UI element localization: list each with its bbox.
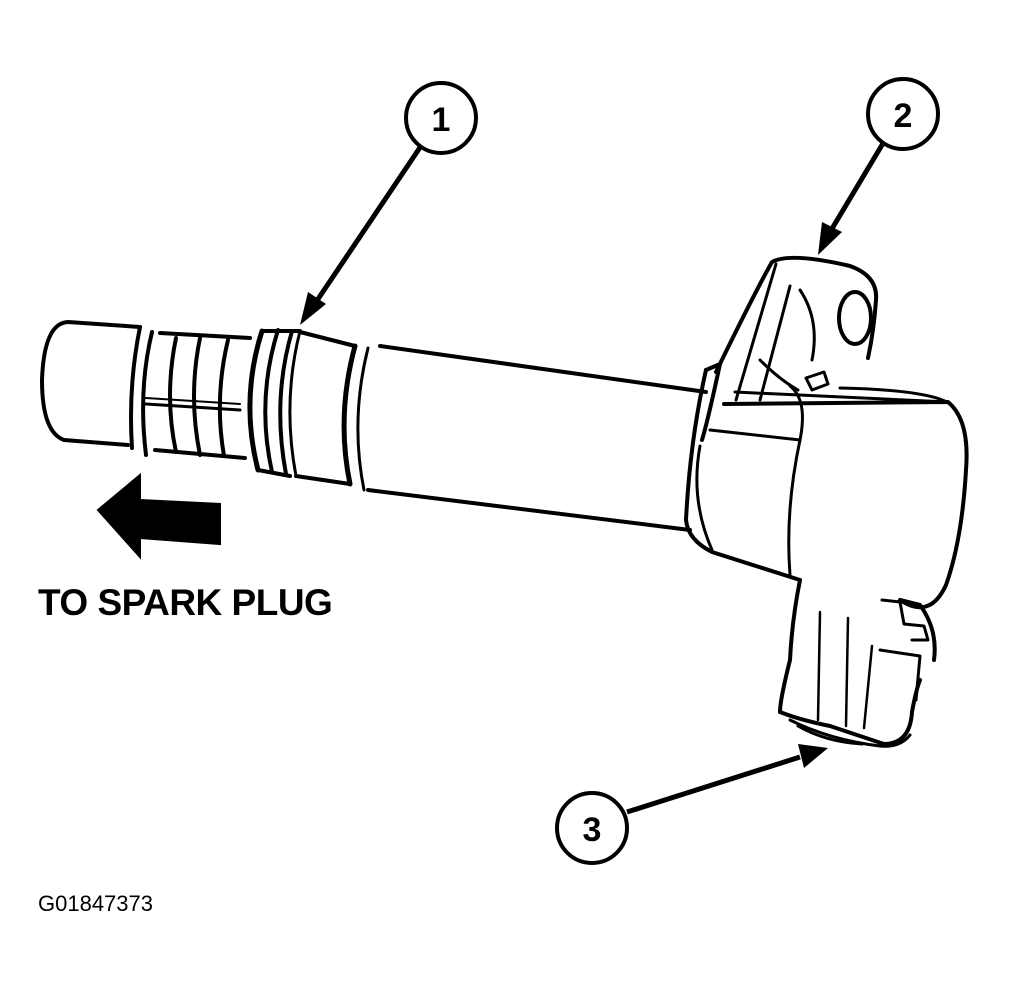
callout-3: 3 [555, 744, 828, 865]
callout-2: 2 [818, 77, 940, 255]
callout-1-circle [404, 81, 478, 155]
callout-3-arrowhead [798, 744, 828, 768]
direction-arrow [96, 472, 221, 560]
callout-2-circle [866, 77, 940, 151]
figure-id: G01847373 [38, 891, 153, 916]
coil-boot-tip [40, 320, 142, 447]
coil-spring-section [129, 325, 252, 460]
callout-1: 1 [300, 81, 478, 325]
coil-tube-body [294, 330, 708, 532]
coil-head-housing [684, 255, 969, 610]
callout-1-arrowhead [300, 292, 326, 325]
callout-3-circle [555, 791, 629, 865]
direction-label: TO SPARK PLUG [38, 582, 333, 623]
coil-connector [778, 578, 937, 748]
callout-3-label: 3 [583, 811, 602, 849]
coil-seal-ring [247, 328, 302, 478]
callout-1-label: 1 [432, 101, 451, 139]
callout-2-label: 2 [894, 97, 913, 135]
callout-2-arrowhead [818, 222, 842, 255]
